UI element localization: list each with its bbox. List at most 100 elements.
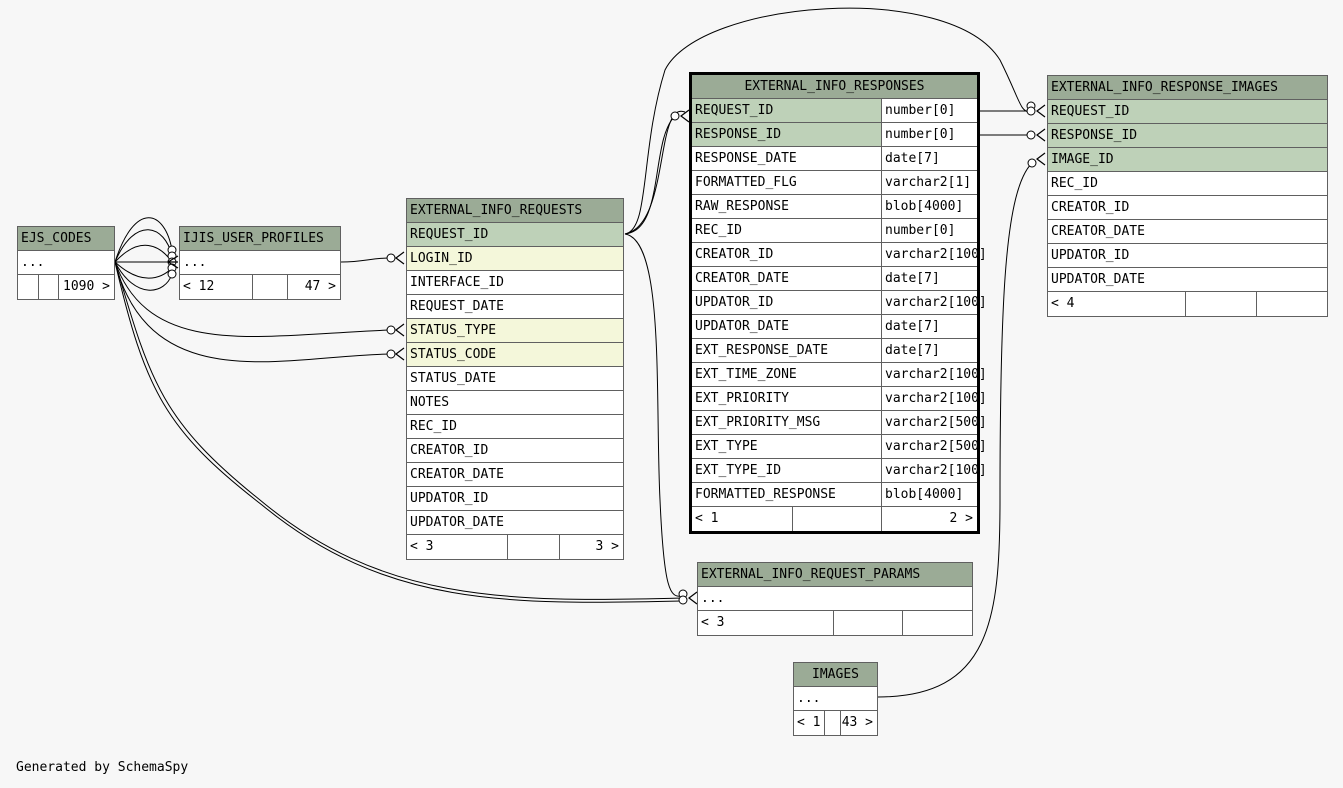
column-rec-id[interactable]: REC_ID number[0]: [692, 219, 977, 243]
column-rec-id[interactable]: REC_ID: [407, 415, 623, 439]
table-images[interactable]: IMAGES ... < 1 43 >: [793, 662, 878, 736]
column-updator-id[interactable]: UPDATOR_ID: [1048, 244, 1327, 268]
columns-ellipsis: ...: [794, 687, 877, 711]
column-name: CREATOR_ID: [410, 443, 489, 458]
parents-count[interactable]: < 1: [695, 511, 719, 526]
column-name: EXT_TYPE_ID: [695, 463, 782, 478]
children-count[interactable]: 3 >: [559, 535, 623, 559]
column-name: STATUS_TYPE: [410, 323, 497, 338]
table-header[interactable]: IJIS_USER_PROFILES: [180, 227, 340, 251]
column-name: REQUEST_ID: [410, 227, 489, 242]
table-ejs-codes[interactable]: EJS_CODES ... 1090 >: [17, 226, 115, 300]
column-name: CREATOR_DATE: [695, 271, 789, 286]
column-updator-date[interactable]: UPDATOR_DATE: [407, 511, 623, 535]
column-type: blob[4000]: [881, 195, 977, 218]
table-header[interactable]: IMAGES: [794, 663, 877, 687]
column-ext-type[interactable]: EXT_TYPE varchar2[500]: [692, 435, 987, 459]
children-count[interactable]: 43 >: [840, 711, 877, 735]
column-name: REC_ID: [695, 223, 742, 238]
column-name: FORMATTED_RESPONSE: [695, 487, 836, 502]
link-ijis-login: [340, 257, 391, 263]
column-request-id[interactable]: REQUEST_ID: [1048, 100, 1327, 124]
column-name: REC_ID: [1051, 176, 1098, 191]
column-creator-date[interactable]: CREATOR_DATE: [1048, 220, 1327, 244]
column-response-id[interactable]: RESPONSE_ID: [1048, 124, 1327, 148]
table-header[interactable]: EXTERNAL_INFO_REQUESTS: [407, 199, 623, 223]
column-request-date[interactable]: REQUEST_DATE: [407, 295, 623, 319]
children-count[interactable]: 47 >: [287, 275, 340, 299]
table-footer: < 1 2 >: [692, 507, 977, 531]
columns-ellipsis: ...: [180, 251, 340, 275]
column-creator-date[interactable]: CREATOR_DATE date[7]: [692, 267, 977, 291]
column-interface-id[interactable]: INTERFACE_ID: [407, 271, 623, 295]
column-type: varchar2[100]: [881, 459, 987, 482]
column-updator-date[interactable]: UPDATOR_DATE: [1048, 268, 1327, 292]
column-name: REQUEST_ID: [1051, 104, 1130, 119]
column-login-id[interactable]: LOGIN_ID: [407, 247, 623, 271]
column-creator-id[interactable]: CREATOR_ID: [407, 439, 623, 463]
children-count[interactable]: 1090 >: [58, 275, 114, 299]
table-external-info-requests[interactable]: EXTERNAL_INFO_REQUESTS REQUEST_ID LOGIN_I…: [406, 198, 624, 560]
column-image-id[interactable]: IMAGE_ID: [1048, 148, 1327, 172]
table-header[interactable]: EXTERNAL_INFO_RESPONSE_IMAGES: [1048, 76, 1327, 100]
parents-count[interactable]: < 4: [1051, 296, 1075, 311]
table-header[interactable]: EXTERNAL_INFO_RESPONSES: [692, 75, 977, 99]
column-name: EXT_PRIORITY_MSG: [695, 415, 821, 430]
column-request-id[interactable]: REQUEST_ID: [407, 223, 623, 247]
column-type: date[7]: [881, 267, 977, 290]
parents-count[interactable]: < 12: [183, 279, 215, 294]
column-name: UPDATOR_DATE: [1051, 272, 1145, 287]
column-type: varchar2[100]: [881, 243, 987, 266]
column-status-code[interactable]: STATUS_CODE: [407, 343, 623, 367]
link-requests-responses-2: [624, 110, 686, 235]
column-name: CREATOR_DATE: [1051, 224, 1145, 239]
link-ejs-ijis-2: [114, 229, 173, 263]
table-external-info-request-params[interactable]: EXTERNAL_INFO_REQUEST_PARAMS ... < 3: [697, 562, 973, 636]
parents-count[interactable]: < 1: [797, 715, 821, 730]
column-ext-type-id[interactable]: EXT_TYPE_ID varchar2[100]: [692, 459, 987, 483]
columns-ellipsis: ...: [698, 587, 972, 611]
column-name: RESPONSE_ID: [1051, 128, 1138, 143]
column-type: number[0]: [881, 219, 977, 242]
column-status-date[interactable]: STATUS_DATE: [407, 367, 623, 391]
column-name: UPDATOR_DATE: [410, 515, 504, 530]
column-name: UPDATOR_DATE: [695, 319, 789, 334]
table-footer: < 4: [1048, 292, 1327, 316]
table-ijis-user-profiles[interactable]: IJIS_USER_PROFILES ... < 12 47 >: [179, 226, 341, 300]
parents-count[interactable]: < 3: [701, 615, 725, 630]
link-ejs-ijis-5: [114, 261, 173, 291]
column-name: UPDATOR_ID: [1051, 248, 1130, 263]
table-header[interactable]: EXTERNAL_INFO_REQUEST_PARAMS: [698, 563, 972, 587]
column-rec-id[interactable]: REC_ID: [1048, 172, 1327, 196]
column-updator-id[interactable]: UPDATOR_ID: [407, 487, 623, 511]
column-name: RESPONSE_ID: [695, 127, 782, 142]
link-ejs-ijis-1: [114, 217, 173, 263]
column-status-type[interactable]: STATUS_TYPE: [407, 319, 623, 343]
column-creator-date[interactable]: CREATOR_DATE: [407, 463, 623, 487]
column-notes[interactable]: NOTES: [407, 391, 623, 415]
table-header[interactable]: EJS_CODES: [18, 227, 114, 251]
column-type: varchar2[500]: [881, 435, 987, 458]
column-name: NOTES: [410, 395, 450, 410]
column-name: EXT_TYPE: [695, 439, 758, 454]
children-count[interactable]: 2 >: [881, 507, 977, 531]
parents-count[interactable]: < 3: [410, 539, 434, 554]
table-external-info-response-images[interactable]: EXTERNAL_INFO_RESPONSE_IMAGES REQUEST_ID…: [1047, 75, 1328, 317]
table-footer: < 3: [698, 611, 972, 635]
column-creator-id[interactable]: CREATOR_ID: [1048, 196, 1327, 220]
columns-ellipsis: ...: [18, 251, 114, 275]
